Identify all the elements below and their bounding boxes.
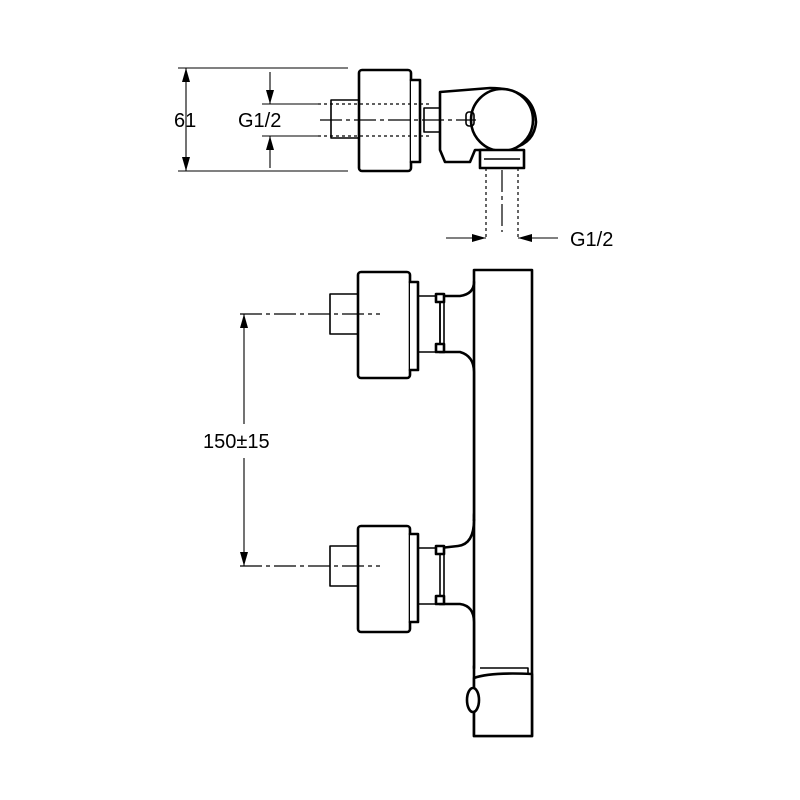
top-view-inlet-stub: [330, 99, 360, 139]
dim-outlet-arrow-right: [518, 234, 532, 242]
dim-center-arrow-bottom: [240, 552, 248, 566]
dim-outlet-arrow-left: [472, 234, 486, 242]
front-view-lower-step: [408, 532, 420, 624]
front-view-upper-step: [408, 280, 420, 372]
front-view-lower-bend-top: [438, 518, 476, 550]
front-view-upper-seal-bottom: [434, 342, 446, 354]
front-view-lower-bend-bottom: [438, 602, 476, 670]
dim-inlet-arrow-bottom: [266, 136, 274, 150]
top-view-lug: [465, 111, 475, 127]
dim-inlet-label: G1/2: [238, 110, 281, 132]
top-view-elbow-knob: [469, 87, 535, 153]
front-view-column: [472, 268, 534, 738]
front-view-upper-seal-top: [434, 292, 446, 304]
dim-61-label: 61: [174, 110, 196, 132]
front-view-upper-bend-bottom: [438, 350, 476, 522]
front-view: 150±15: [200, 268, 534, 738]
dim-center-arrow-top: [240, 314, 248, 328]
dim-center-label-bg: [200, 424, 300, 458]
dim-61-arrow-top: [182, 68, 190, 82]
front-view-lower-valve-body: [356, 524, 412, 634]
dim-61-arrow-bottom: [182, 157, 190, 171]
top-view-body-step: [409, 78, 422, 164]
front-view-upper-valve-body: [356, 270, 412, 380]
dim-outlet-label: G1/2: [570, 229, 613, 251]
front-view-bottom-cap: [472, 672, 534, 738]
dim-center-label: 150±15: [203, 431, 270, 453]
front-view-bottom-knob: [465, 686, 481, 714]
front-view-lower-coupling: [417, 547, 441, 605]
front-view-lower-seal-top: [434, 544, 446, 556]
dim-inlet-arrow-top: [266, 90, 274, 104]
top-view: 61 G1/2 G1/2: [174, 67, 613, 251]
front-view-upper-bend-top: [438, 280, 476, 298]
front-view-lower-seal-bottom: [434, 594, 446, 606]
